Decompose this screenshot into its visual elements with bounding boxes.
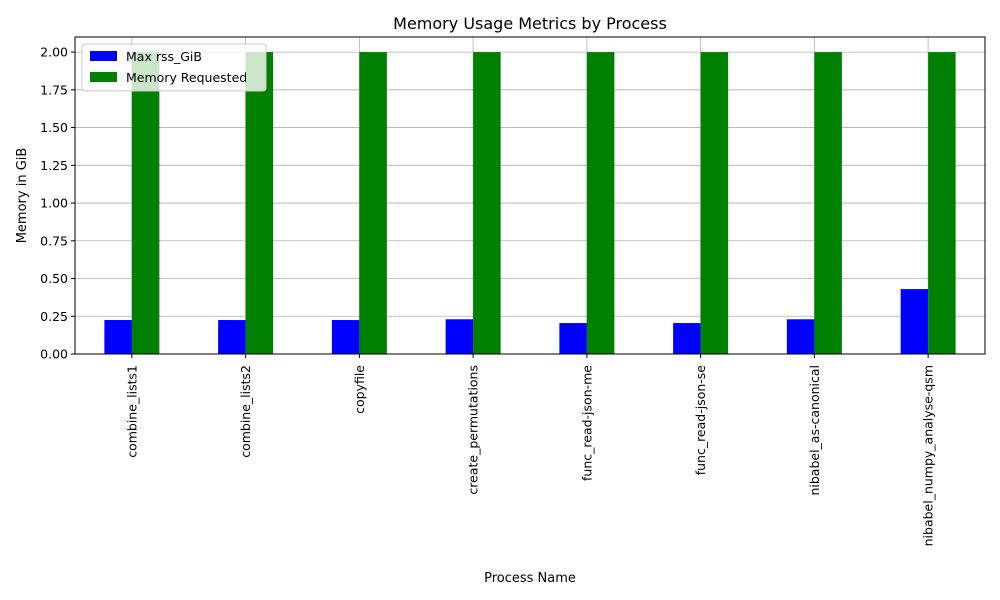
x-axis-ticks: combine_lists1 combine_lists2 copyfile crea… xyxy=(124,354,936,546)
legend: Max rss_GiB Memory Requested xyxy=(81,43,267,92)
y-tick-label: 1.50 xyxy=(40,120,68,135)
bar-max-rss xyxy=(104,320,132,354)
y-tick-label: 1.75 xyxy=(40,82,68,97)
bar-memory-requested xyxy=(700,52,729,354)
bar-memory-requested xyxy=(245,52,274,354)
x-tick-label: func_read-json-me xyxy=(579,365,594,481)
x-tick-label: nibabel_numpy_analyse-qsm xyxy=(921,365,936,546)
y-axis-label: Memory in GiB xyxy=(15,148,30,244)
legend-swatch xyxy=(90,72,117,82)
bar-max-rss xyxy=(900,289,929,354)
bar-memory-requested xyxy=(928,52,956,354)
bar-max-rss xyxy=(673,323,701,354)
bar-max-rss xyxy=(559,323,587,354)
y-tick-label: 0.75 xyxy=(40,233,68,248)
plot-area-frame xyxy=(74,36,986,355)
x-tick-label: nibabel_as-canonical xyxy=(807,365,822,496)
x-axis-label: Process Name xyxy=(484,571,576,586)
bar-memory-requested xyxy=(359,52,387,354)
legend-swatch xyxy=(90,51,117,61)
x-tick-label: func_read-json-se xyxy=(693,365,708,476)
chart-title: Memory Usage Metrics by Process xyxy=(393,14,667,33)
y-tick-label: 0.50 xyxy=(40,271,68,286)
bar-memory-requested xyxy=(473,52,501,354)
bar-memory-requested xyxy=(586,52,615,354)
y-axis-ticks: 0.00 0.25 0.50 0.75 1.00 1.25 1.50 1.75 2.00 xyxy=(40,45,75,362)
bar-max-rss xyxy=(786,319,815,354)
y-tick-label: 0.25 xyxy=(40,309,68,324)
y-tick-label: 2.00 xyxy=(40,45,68,60)
y-tick-label: 0.00 xyxy=(40,347,68,362)
legend-label: Max rss_GiB xyxy=(126,49,202,64)
bar-max-rss xyxy=(218,320,246,354)
x-tick-label: create_permutations xyxy=(466,365,481,495)
bar-memory-requested xyxy=(814,52,842,354)
bar-max-rss xyxy=(445,319,474,354)
bar-max-rss xyxy=(331,320,360,354)
legend-label: Memory Requested xyxy=(126,70,247,85)
bar-memory-requested xyxy=(131,52,160,354)
x-tick-label: combine_lists1 xyxy=(124,365,139,458)
y-tick-label: 1.00 xyxy=(40,196,68,211)
bars xyxy=(104,52,956,354)
x-tick-label: combine_lists2 xyxy=(238,365,253,458)
y-tick-label: 1.25 xyxy=(40,158,68,173)
x-tick-label: copyfile xyxy=(352,365,367,414)
legend-frame xyxy=(81,43,267,92)
